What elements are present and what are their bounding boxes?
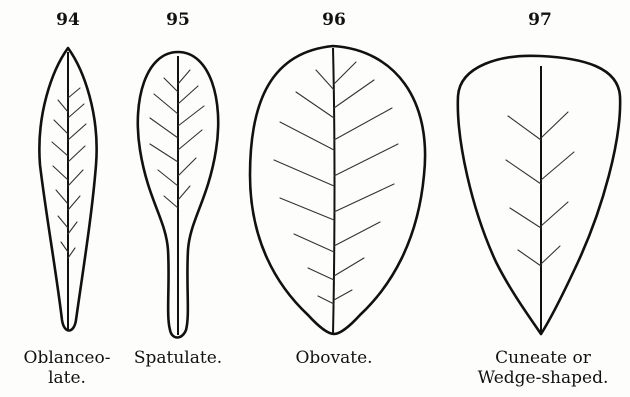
caption-spatulate-line-1: Spatulate. [118,348,238,368]
leaf-obovate-veins [274,62,398,304]
caption-obovate: Obovate. [274,348,394,368]
caption-oblanceolate-line-2: late. [2,368,132,388]
caption-cuneate-line-2: Wedge-shaped. [468,368,618,388]
figure-number-94: 94 [48,10,88,30]
caption-oblanceolate-line-1: Oblanceo- [2,348,132,368]
leaf-obovate-midrib [333,48,335,334]
leaf-spatulate [138,52,218,338]
figure-number-96: 96 [314,10,354,30]
caption-cuneate: Cuneate or Wedge-shaped. [468,348,618,388]
caption-oblanceolate: Oblanceo- late. [2,348,132,388]
leaf-oblanceolate [39,48,96,331]
leaf-obovate [250,46,425,334]
caption-cuneate-line-1: Cuneate or [468,348,618,368]
caption-obovate-line-1: Obovate. [274,348,394,368]
figure-number-95: 95 [158,10,198,30]
leaf-cuneate [458,56,620,334]
leaf-obovate-outline [250,46,425,334]
figure-number-97: 97 [520,10,560,30]
leaf-cuneate-outline [458,56,620,334]
caption-spatulate: Spatulate. [118,348,238,368]
